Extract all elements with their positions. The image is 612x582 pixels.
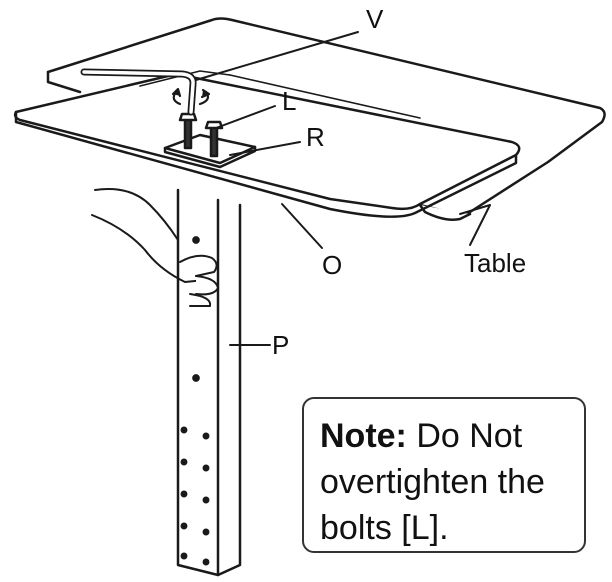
note-box: Note: Do Not overtighten the bolts [L]. (302, 397, 586, 553)
leg-p (176, 188, 242, 577)
label-r: R (306, 122, 325, 152)
rotation-arrow-icon (171, 87, 211, 106)
label-o: O (322, 250, 343, 280)
note-line-2: overtighten the (320, 463, 545, 501)
hand-icon (91, 188, 219, 307)
note-heading: Note: (320, 417, 407, 455)
note-line-1: Do Not (416, 417, 523, 455)
label-p: P (272, 330, 290, 360)
bolts-l (178, 112, 224, 158)
label-table: Table (464, 248, 527, 278)
leader-lines (195, 31, 491, 346)
label-l: L (282, 86, 297, 116)
allen-wrench-v (80, 68, 197, 116)
label-v: V (366, 4, 384, 34)
note-line-3: bolts [L]. (320, 509, 449, 547)
